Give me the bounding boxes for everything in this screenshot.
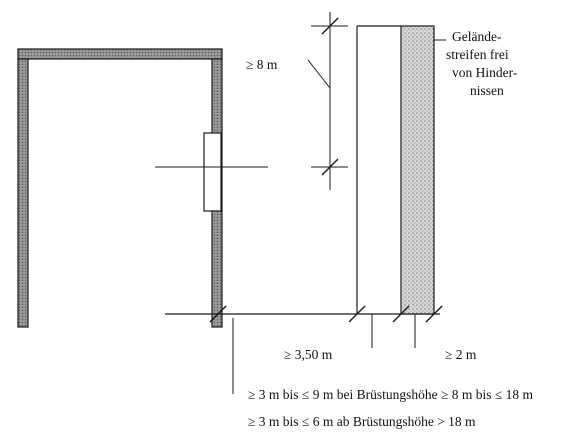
access-strip (356, 25, 401, 314)
terrain-note-line-3: von Hinder- (452, 65, 518, 80)
height-dim-top-tick (321, 17, 339, 35)
tick-wall (209, 305, 227, 323)
strip-width-label: ≥ 3,50 m (284, 347, 333, 362)
clear-strip-label: ≥ 2 m (445, 347, 477, 362)
tick-strip-left (348, 305, 366, 323)
window-frame (203, 132, 222, 212)
tick-strip-right (425, 305, 443, 323)
ground-ticks (209, 305, 443, 323)
wall-top (17, 48, 223, 60)
height-dimension (307, 12, 348, 190)
building-walls (17, 48, 223, 328)
height-dim-bottom-tick (321, 158, 339, 176)
clear-terrain-strip (400, 25, 435, 315)
height-label-leader (307, 59, 331, 89)
height-dimension-label: ≥ 8 m (246, 57, 278, 72)
wall-left (17, 58, 29, 328)
terrain-note-line-1: Gelände- (452, 29, 502, 44)
window-opening (155, 132, 268, 212)
terrain-note-line-4: nissen (470, 83, 504, 98)
label-leaders (232, 39, 446, 394)
distance-rule-line-1: ≥ 3 m bis ≤ 9 m bei Brüstungshöhe ≥ 8 m … (248, 387, 534, 402)
tick-strip-mid (392, 305, 410, 323)
distance-rule-line-2: ≥ 3 m bis ≤ 6 m ab Brüstungshöhe > 18 m (248, 414, 476, 429)
terrain-note-line-2: streifen frei (446, 47, 509, 62)
